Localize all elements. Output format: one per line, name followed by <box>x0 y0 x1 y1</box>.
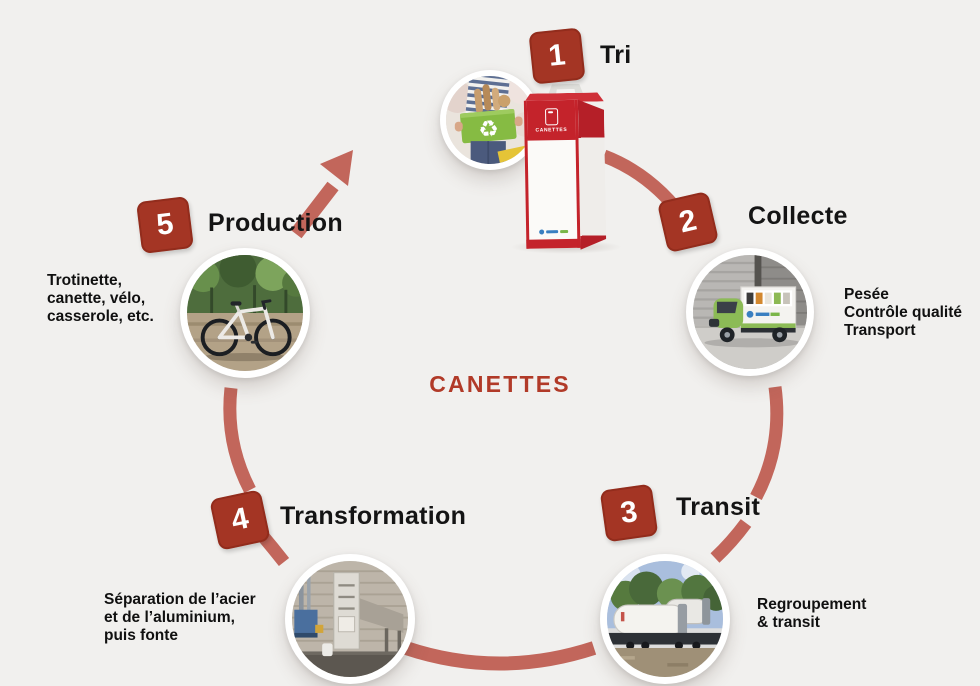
step-2-line-3: Transport <box>844 322 916 340</box>
step-3-label: Transit <box>676 493 761 521</box>
swiss-logo-bar-green <box>559 229 568 234</box>
step-4-line-2: et de l’aluminium, <box>104 609 235 627</box>
step-3-line-2: & transit <box>757 614 820 632</box>
swiss-logo-bar-blue <box>545 230 558 234</box>
step-4-photo <box>285 554 415 684</box>
step-3-badge: 3 <box>599 483 659 543</box>
step-5-line-2: canette, vélo, <box>47 290 146 308</box>
step-3-line-1: Regroupement <box>757 596 867 613</box>
collection-box-band: CANETTES <box>526 99 576 141</box>
step-5-line-1: Trotinette, <box>47 272 122 289</box>
arc-segment-3-4 <box>403 641 597 671</box>
arc-segment-2-3b <box>710 519 752 563</box>
collection-box-front: CANETTES <box>523 99 581 249</box>
arrow-shaft <box>290 181 339 239</box>
arc-segment-2-3a <box>750 386 784 501</box>
truck-logo-icon <box>746 310 754 318</box>
step-2-description: Pesée Contrôle qualité Transport <box>844 286 962 340</box>
step-1-badge: 1 <box>528 27 586 85</box>
collection-box-label: CANETTES <box>535 126 568 134</box>
step-4-label: Transformation <box>280 502 467 530</box>
truck-photo-illustration <box>693 255 807 369</box>
swiss-logo <box>529 229 577 235</box>
step-5-number: 5 <box>154 207 176 242</box>
step-5-description: Trotinette, canette, vélo, casserole, et… <box>47 272 154 326</box>
recycle-icon: ♻ <box>477 116 500 144</box>
collection-box-side <box>578 99 607 249</box>
arc-segment-5-4 <box>223 387 256 494</box>
factory-photo-illustration <box>292 561 408 677</box>
step-5-line-3: casserole, etc. <box>47 308 154 326</box>
step-5-badge: 5 <box>136 196 194 254</box>
step-2-line-2: Contrôle qualité <box>844 304 962 322</box>
step-4-line-1: Séparation de l’acier <box>104 591 256 608</box>
containers-photo-illustration <box>607 561 723 677</box>
step-2-line-1: Pesée <box>844 286 889 303</box>
step-2-photo <box>686 248 814 376</box>
step-4-number: 4 <box>228 501 252 538</box>
step-3-description: Regroupement & transit <box>757 596 866 632</box>
step-4-line-3: puis fonte <box>104 627 179 645</box>
collection-box: CANETTES <box>520 83 615 249</box>
step-2-label: Collecte <box>748 202 848 230</box>
step-3-number: 3 <box>618 495 640 531</box>
step-4-description: Séparation de l’acier et de l’aluminium,… <box>104 591 256 645</box>
center-title: CANETTES <box>429 371 571 397</box>
step-2-number: 2 <box>676 203 700 240</box>
step-1-number: 1 <box>546 38 567 73</box>
step-1-photo: ♻ <box>440 70 540 170</box>
step-3-photo <box>600 554 730 684</box>
swiss-logo-dot <box>538 229 544 235</box>
step-4-badge: 4 <box>209 489 271 551</box>
bicycle-photo-illustration <box>187 255 303 371</box>
step-1-label: Tri <box>600 41 632 69</box>
step-5-photo <box>180 248 310 378</box>
arrow-head-icon <box>320 150 353 186</box>
step-5-label: Production <box>208 209 343 237</box>
can-icon <box>544 107 558 125</box>
